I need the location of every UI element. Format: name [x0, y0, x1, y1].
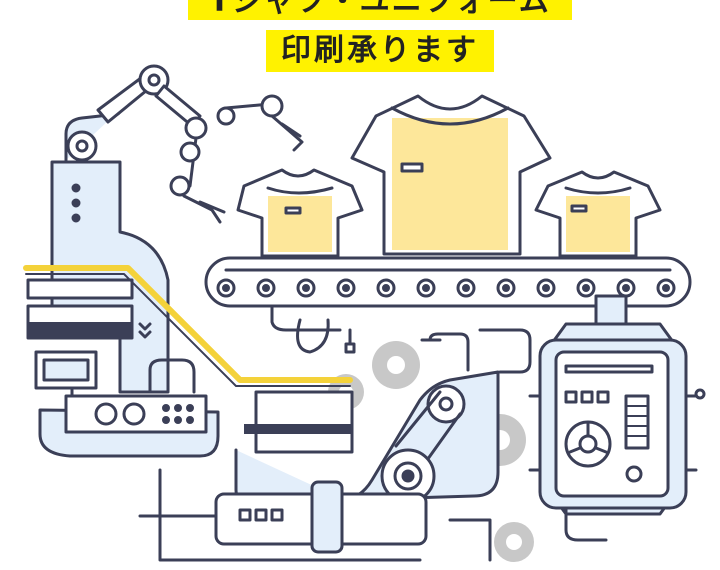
t-shirt-center	[350, 94, 552, 256]
left-machine	[26, 160, 220, 458]
conveyor-roller-hub	[502, 284, 510, 292]
robotic-arm	[64, 64, 304, 224]
right-machine	[478, 294, 706, 542]
conveyor-roller-hub	[662, 284, 670, 292]
conveyor-roller-hub	[542, 284, 550, 292]
t-shirt-right	[534, 170, 662, 258]
conveyor-roller-hub	[462, 284, 470, 292]
conveyor-roller-hub	[582, 284, 590, 292]
conveyor-roller-hub	[222, 284, 230, 292]
conveyor-roller-hub	[262, 284, 270, 292]
conveyor-roller-hub	[422, 284, 430, 292]
headline-line-1: Tシャツ・ユニフォーム	[188, 0, 572, 20]
conveyor-belt	[204, 256, 692, 354]
conveyor-roller-hub	[622, 284, 630, 292]
conveyor-roller-hub	[302, 284, 310, 292]
headline-line-2: 印刷承ります	[266, 30, 494, 72]
yellow-rail	[23, 265, 353, 387]
t-shirt-left	[236, 168, 364, 258]
printing-machine	[138, 332, 500, 562]
conveyor-roller-hub	[342, 284, 350, 292]
conveyor-roller-hub	[382, 284, 390, 292]
